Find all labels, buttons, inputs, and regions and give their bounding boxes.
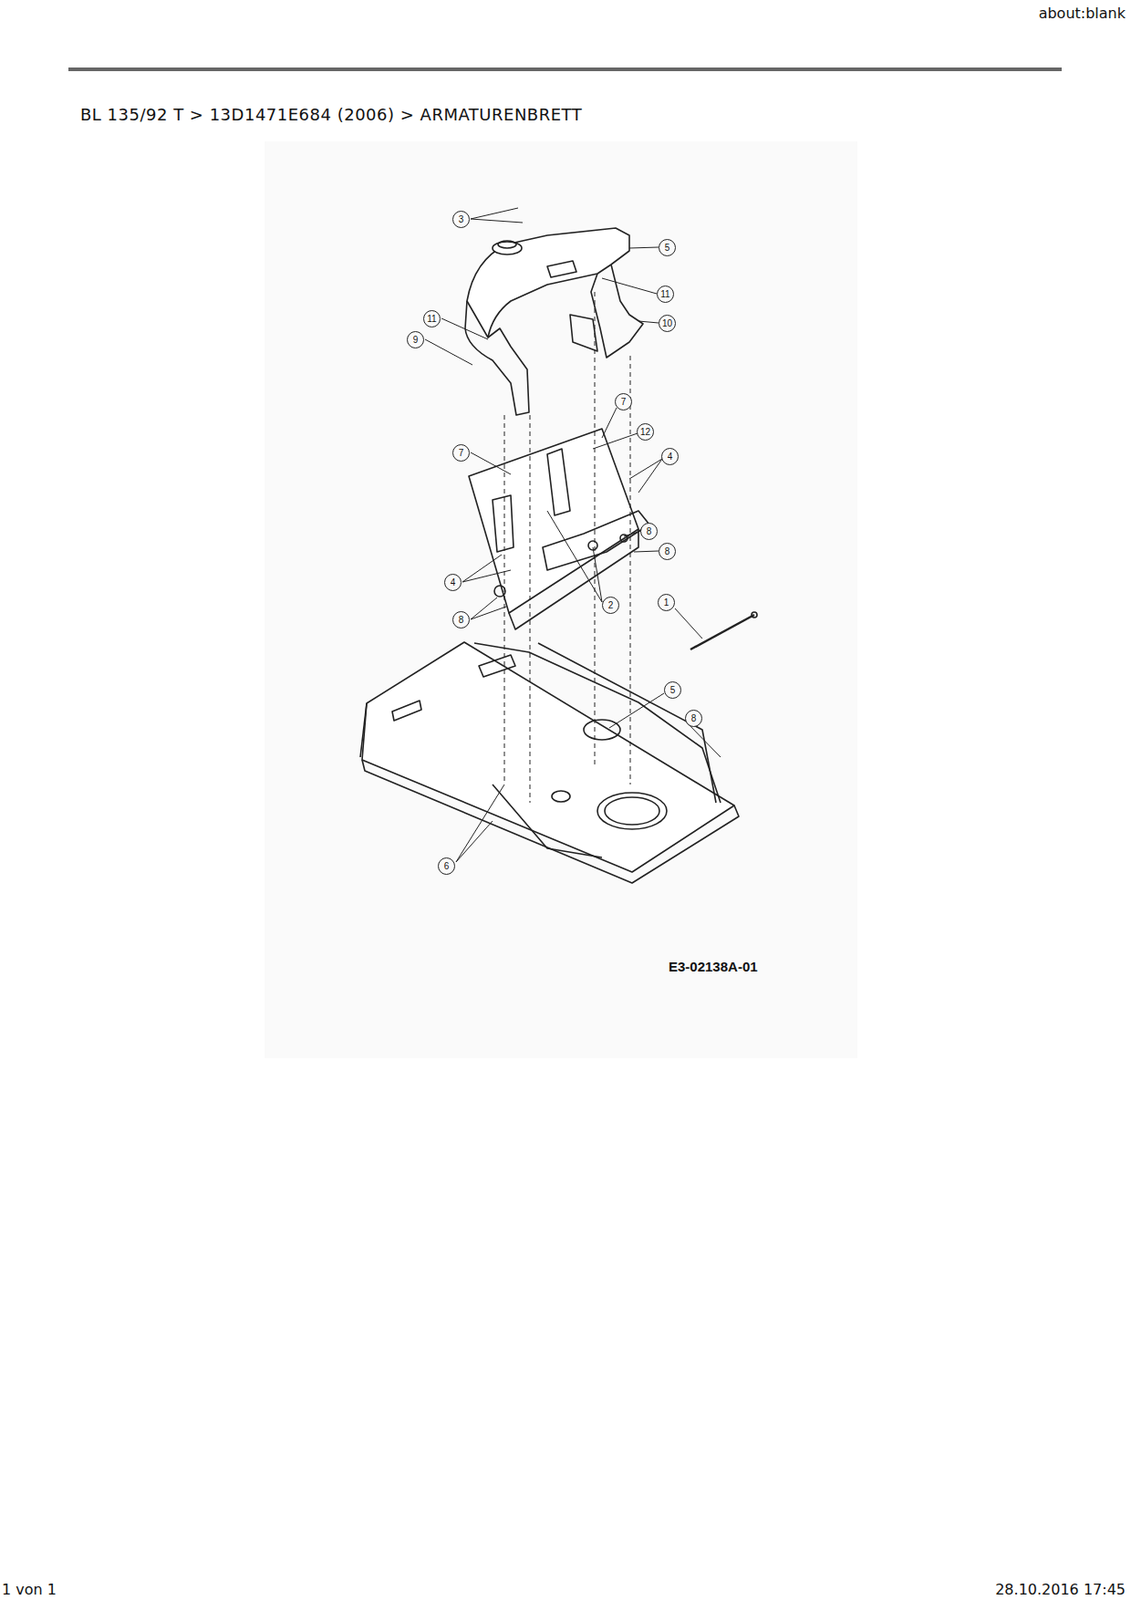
figure-ground bbox=[264, 141, 858, 1059]
callout-number: 10 bbox=[658, 314, 676, 333]
callout-number: 1 bbox=[657, 593, 675, 612]
leader-lines bbox=[425, 207, 721, 862]
callout-number: 4 bbox=[661, 447, 679, 466]
callout-number: 7 bbox=[614, 393, 633, 411]
callout-number: 8 bbox=[658, 542, 676, 561]
page-footer: 1 von 1 bbox=[1, 1581, 57, 1598]
callout-number: 6 bbox=[437, 857, 456, 875]
callout-number: 5 bbox=[658, 238, 676, 257]
page-title: BL 135/92 T > 13D1471E684 (2006) > ARMAT… bbox=[80, 105, 582, 125]
callout-number: 8 bbox=[452, 611, 470, 629]
callout-number: 11 bbox=[656, 285, 675, 303]
callout-number: 9 bbox=[406, 331, 425, 349]
callout-number: 11 bbox=[423, 310, 441, 328]
browser-url: about:blank bbox=[1038, 5, 1126, 22]
callout-number: 3 bbox=[452, 210, 470, 229]
callout-number: 8 bbox=[684, 709, 703, 727]
header-rule bbox=[68, 67, 1062, 72]
callout-number: 4 bbox=[444, 573, 462, 592]
callout-number: 8 bbox=[640, 522, 658, 540]
page-footer: 28.10.2016 17:45 bbox=[995, 1581, 1126, 1598]
callout-number: 7 bbox=[452, 444, 470, 462]
callout-number: 12 bbox=[636, 423, 654, 441]
figure-code: E3-02138A-01 bbox=[668, 959, 758, 976]
callout-number: 2 bbox=[601, 596, 620, 614]
callout-number: 5 bbox=[664, 681, 682, 699]
dashboard-drawing bbox=[360, 228, 758, 883]
